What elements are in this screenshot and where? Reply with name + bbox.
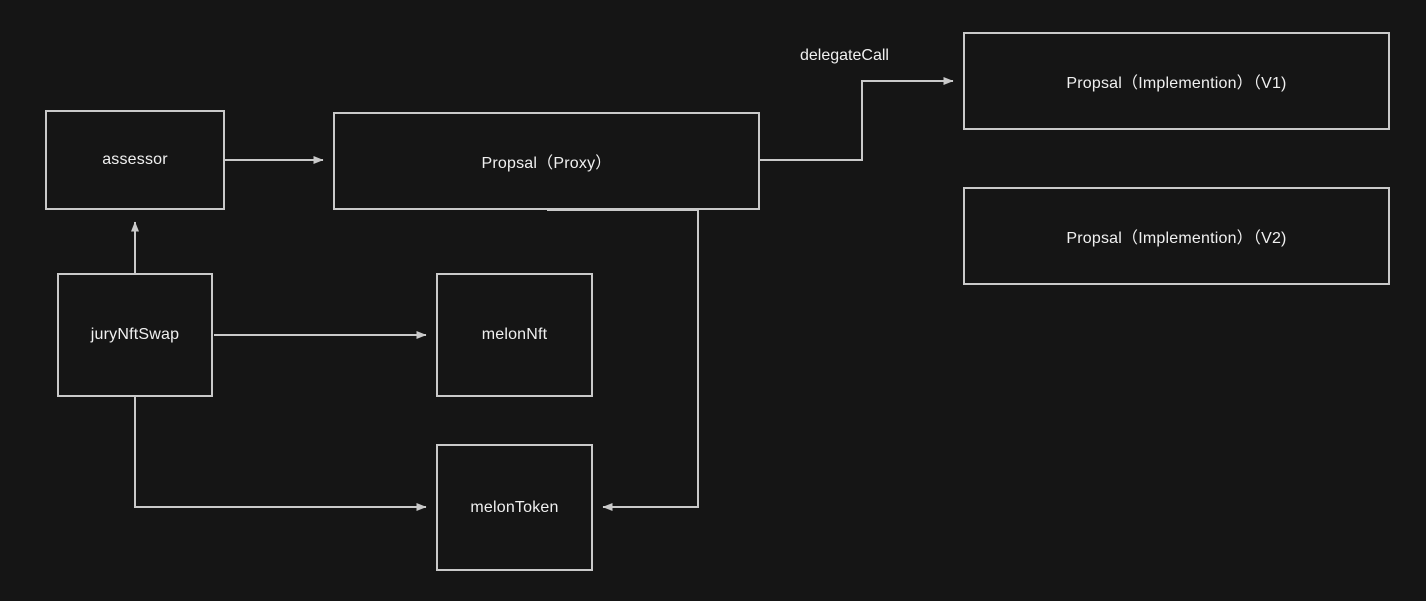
node-propsal-implementation-v1[interactable]: Propsal（Implemention）（V1) xyxy=(963,32,1390,130)
node-propsal-implementation-v2-label: Propsal（Implemention）（V2) xyxy=(1066,230,1287,247)
node-jurynftswap-label: juryNftSwap xyxy=(90,326,180,343)
node-assessor-label: assessor xyxy=(102,151,168,168)
node-propsal-proxy-label: Propsal（Proxy） xyxy=(481,155,612,172)
node-melontoken[interactable]: melonToken xyxy=(436,444,593,571)
node-melonnft-label: melonNft xyxy=(481,326,548,343)
edge-jurynftswap-to-melontoken xyxy=(134,397,427,511)
node-assessor[interactable]: assessor xyxy=(45,110,225,210)
node-jurynftswap[interactable]: juryNftSwap xyxy=(57,273,213,397)
node-propsal-proxy[interactable]: Propsal（Proxy） xyxy=(333,112,760,210)
node-melonnft[interactable]: melonNft xyxy=(436,273,593,397)
node-melontoken-label: melonToken xyxy=(470,498,559,516)
edge-label-delegatecall: delegateCall xyxy=(800,47,889,64)
edge-proxy-to-impl-v1 xyxy=(760,77,954,161)
node-propsal-implementation-v1-label: Propsal（Implemention）（V1) xyxy=(1066,75,1287,92)
node-propsal-implementation-v2[interactable]: Propsal（Implemention）（V2) xyxy=(963,187,1390,285)
